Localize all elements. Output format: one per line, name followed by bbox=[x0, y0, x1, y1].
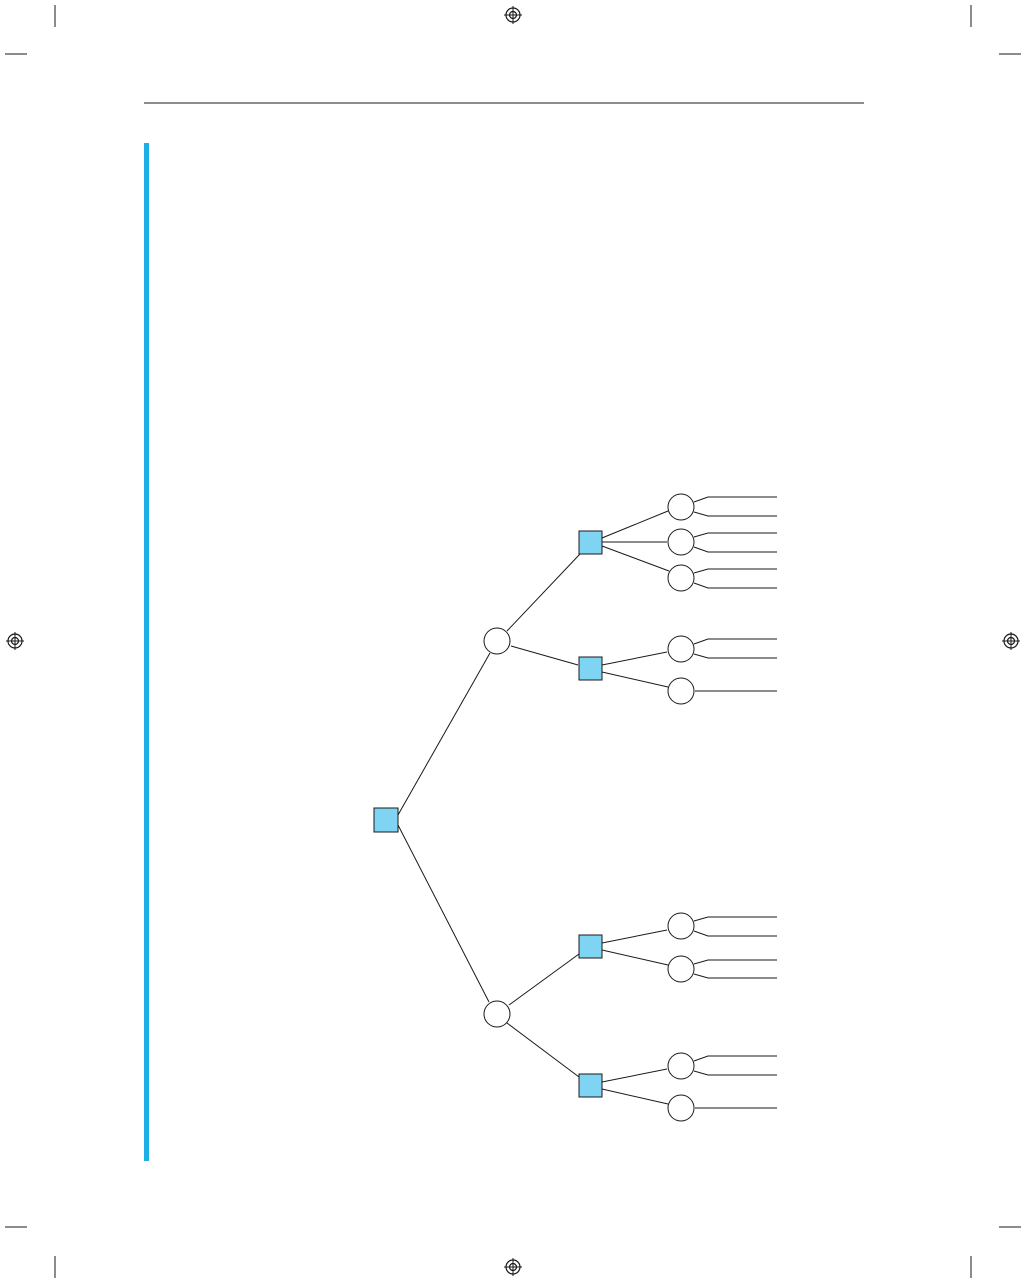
registration-mark-right bbox=[1002, 632, 1020, 650]
decision-nodes bbox=[373, 530, 603, 1098]
decision-tree bbox=[373, 493, 777, 1122]
edge-root-upper bbox=[397, 652, 491, 816]
chance-node bbox=[667, 528, 695, 556]
outcome-branch bbox=[693, 546, 777, 553]
edge-lower-chance-b bbox=[506, 1022, 580, 1078]
edge-upper-chance-a bbox=[506, 553, 581, 632]
decision-node bbox=[578, 656, 603, 681]
chance-node bbox=[667, 493, 695, 521]
decision-node bbox=[578, 934, 603, 959]
chance-node bbox=[667, 635, 695, 663]
outcome-branch bbox=[693, 653, 777, 659]
registration-mark-left bbox=[6, 632, 24, 650]
outcome-branch bbox=[693, 1070, 777, 1076]
outcome-branch bbox=[693, 638, 777, 645]
side-accent-bar bbox=[144, 143, 149, 1161]
edge-d2-c2 bbox=[601, 671, 669, 688]
outcome-branches bbox=[693, 496, 777, 1109]
edge-lower-chance-a bbox=[508, 953, 580, 1006]
decision-node bbox=[578, 530, 603, 555]
chance-node bbox=[667, 912, 695, 940]
edge-upper-chance-b bbox=[510, 645, 579, 666]
outcome-branch bbox=[693, 532, 777, 538]
registration-mark-top bbox=[504, 6, 522, 24]
edge-d1-c1 bbox=[601, 510, 669, 539]
outcome-branch bbox=[693, 568, 777, 574]
chance-node bbox=[667, 564, 695, 592]
edge-d4-c2 bbox=[601, 1088, 669, 1105]
outcome-branch bbox=[693, 973, 777, 979]
edge-d3-c2 bbox=[601, 949, 669, 966]
crop-marks bbox=[5, 5, 1021, 1278]
chance-nodes bbox=[483, 493, 695, 1122]
tree-edges bbox=[397, 510, 670, 1105]
edge-d2-c1 bbox=[601, 651, 668, 666]
chance-node bbox=[483, 1000, 511, 1028]
outcome-branch bbox=[693, 511, 777, 517]
chance-node bbox=[483, 627, 511, 655]
outcome-branch bbox=[693, 1055, 777, 1062]
registration-mark-bottom bbox=[504, 1258, 522, 1276]
edge-d3-c1 bbox=[601, 929, 668, 944]
outcome-branch bbox=[693, 959, 777, 965]
chance-node bbox=[667, 1094, 695, 1122]
decision-node-root bbox=[373, 807, 399, 833]
edge-root-lower bbox=[397, 824, 490, 1003]
chance-node bbox=[667, 955, 695, 983]
chance-node bbox=[667, 677, 695, 705]
outcome-branch bbox=[693, 496, 777, 503]
outcome-branch bbox=[693, 930, 777, 937]
chance-node bbox=[667, 1052, 695, 1080]
outcome-branch bbox=[693, 916, 777, 922]
decision-node bbox=[578, 1073, 603, 1098]
edge-d1-c3 bbox=[601, 545, 670, 572]
outcome-branch bbox=[693, 582, 777, 589]
edge-d4-c1 bbox=[601, 1068, 668, 1083]
